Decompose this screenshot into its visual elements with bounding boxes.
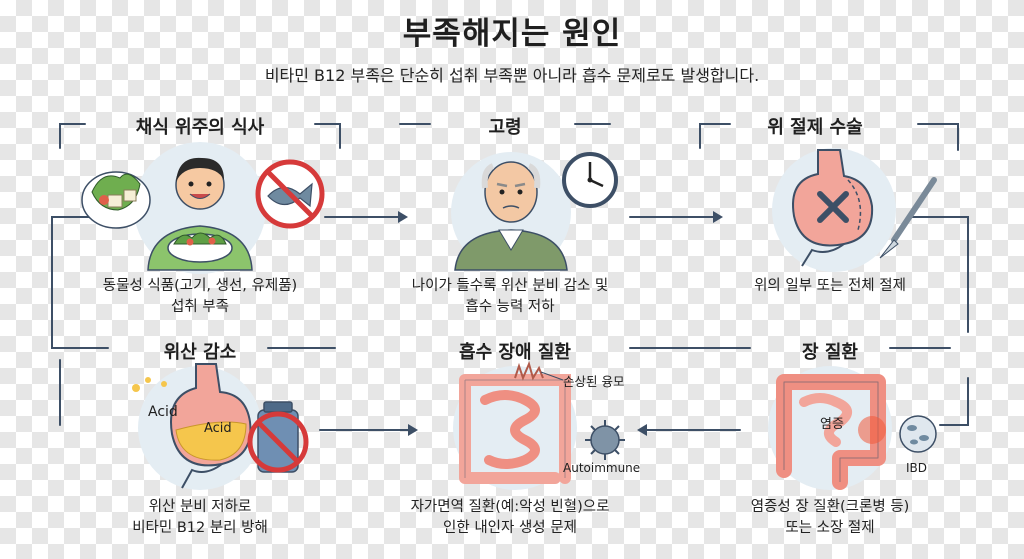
- person-eating-icon: [147, 157, 253, 271]
- malabsorption-illustration: 손상된 융모 Autoimmune: [453, 361, 640, 490]
- acid-bubbles-icon: [132, 377, 167, 392]
- page-subtitle: 비타민 B12 부족은 단순히 섭취 부족뿐 아니라 흡수 문제로도 발생합니다…: [264, 66, 760, 85]
- desc-line: 염증성 장 질환(크론병 등): [750, 499, 910, 515]
- no-fish-icon: [255, 159, 325, 229]
- desc-line: 동물성 식품(고기, 생선, 유제품): [102, 278, 298, 294]
- cause-title-intestinal-disease: 장 질환: [802, 342, 858, 363]
- page-title: 부족해지는 원인: [402, 16, 622, 52]
- cause-desc-low-stomach-acid: 위산 분비 저하로 비타민 B12 분리 방해: [50, 497, 350, 539]
- inflammation-spot: [858, 416, 886, 444]
- intestinal-disease-illustration: 염증 IBD: [768, 366, 937, 490]
- cause-title-low-stomach-acid: 위산 감소: [163, 342, 237, 363]
- vegetarian-diet-illustration: [81, 142, 325, 274]
- x-mark-icon: [817, 191, 849, 223]
- elderly-man-icon: [454, 161, 568, 271]
- cause-title-vegetarian-diet: 채식 위주의 식사: [135, 117, 265, 138]
- ibd-label: IBD: [906, 461, 927, 475]
- ibd-bacteria-icon: [899, 415, 937, 453]
- acid-label-2: Acid: [204, 421, 232, 436]
- desc-line: 위의 일부 또는 전체 절제: [754, 278, 906, 294]
- stomach-icon: [792, 149, 874, 267]
- cause-desc-malabsorption: 자가면역 질환(예:악성 빈혈)으로 인한 내인자 생성 문제: [360, 497, 660, 539]
- aging-illustration: [451, 152, 618, 272]
- cause-desc-gastrectomy: 위의 일부 또는 전체 절제: [680, 276, 980, 297]
- cause-desc-vegetarian-diet: 동물성 식품(고기, 생선, 유제품) 섭취 부족: [50, 276, 350, 318]
- intestine-icon: [459, 374, 571, 484]
- desc-line: 인한 내인자 생성 문제: [443, 520, 577, 536]
- no-b12-bottle-icon: [247, 401, 309, 473]
- low-stomach-acid-illustration: Acid Acid: [132, 363, 309, 490]
- cause-title-malabsorption: 흡수 장애 질환: [459, 342, 571, 363]
- cause-title-gastrectomy: 위 절제 수술: [767, 117, 863, 138]
- salad-plate-icon: [81, 171, 151, 229]
- autoimmune-label: Autoimmune: [563, 461, 640, 475]
- scalpel-icon: [879, 177, 937, 259]
- desc-line: 흡수 능력 저하: [465, 299, 555, 315]
- villi-leader-line: [540, 371, 564, 381]
- autoimmune-virus-icon: [585, 420, 625, 460]
- cause-desc-intestinal-disease: 염증성 장 질환(크론병 등) 또는 소장 절제: [680, 497, 980, 539]
- clock-icon: [562, 152, 618, 208]
- acid-label-1: Acid: [148, 404, 178, 420]
- cause-title-aging: 고령: [488, 117, 522, 138]
- desc-line: 비타민 B12 분리 방해: [132, 520, 268, 536]
- inflammation-label: 염증: [820, 417, 844, 432]
- desc-line: 자가면역 질환(예:악성 빈혈)으로: [410, 499, 610, 515]
- cause-desc-aging: 나이가 들수록 위산 분비 감소 및 흡수 능력 저하: [360, 276, 660, 318]
- desc-line: 나이가 들수록 위산 분비 감소 및: [411, 278, 609, 294]
- desc-line: 위산 분비 저하로: [148, 499, 252, 515]
- damaged-villi-label: 손상된 융모: [563, 374, 624, 389]
- gastrectomy-illustration: [772, 148, 937, 272]
- stomach-icon: [170, 363, 252, 489]
- desc-line: 또는 소장 절제: [785, 520, 875, 536]
- damaged-villi-icon: [514, 361, 544, 381]
- desc-line: 섭취 부족: [171, 299, 229, 315]
